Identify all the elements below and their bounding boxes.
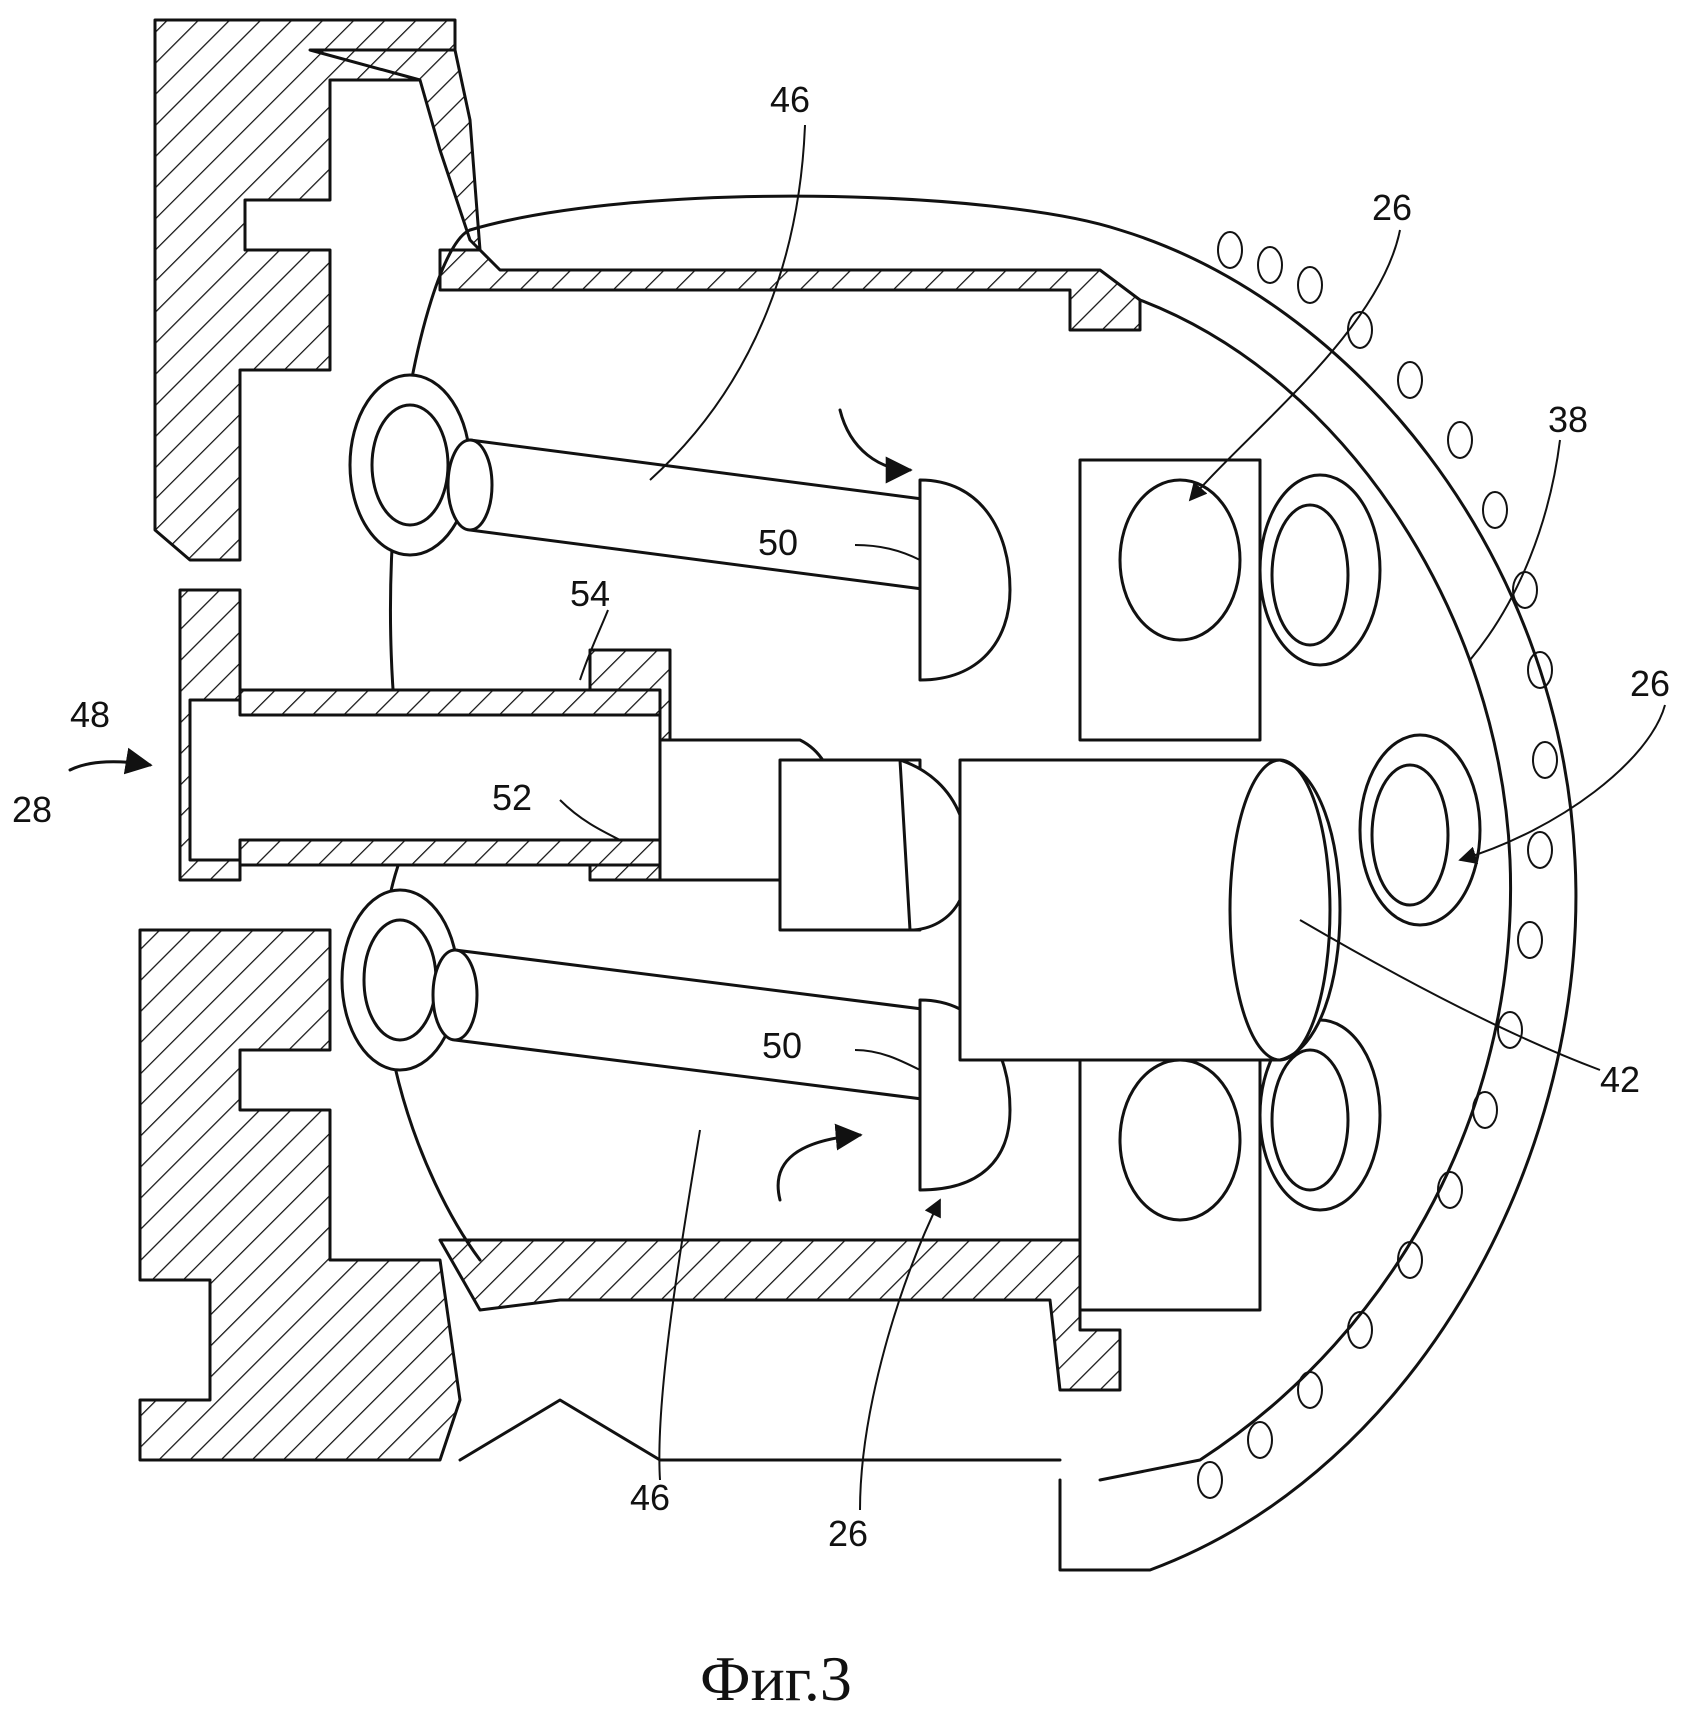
leader-lines <box>559 124 1666 1511</box>
label-46-top: 46 <box>770 79 810 120</box>
label-52: 52 <box>492 777 532 818</box>
label-26-right: 26 <box>1630 663 1670 704</box>
label-38: 38 <box>1548 399 1588 440</box>
figure-caption: Фиг.3 <box>700 1643 852 1714</box>
label-26-bottom: 26 <box>828 1513 868 1554</box>
flow-arrows <box>68 408 913 1202</box>
label-50-top: 50 <box>758 522 798 563</box>
reference-labels: 46 26 38 26 50 54 48 28 52 50 42 46 26 <box>12 79 1670 1554</box>
label-48: 48 <box>70 694 110 735</box>
label-42: 42 <box>1600 1059 1640 1100</box>
label-28: 28 <box>12 789 52 830</box>
label-26-top: 26 <box>1372 187 1412 228</box>
label-46-bottom: 46 <box>630 1477 670 1518</box>
label-54: 54 <box>570 573 610 614</box>
label-50-bottom: 50 <box>762 1025 802 1066</box>
center-fuel-pipe <box>188 688 1342 1062</box>
upper-fuel-nozzle <box>348 373 1262 742</box>
